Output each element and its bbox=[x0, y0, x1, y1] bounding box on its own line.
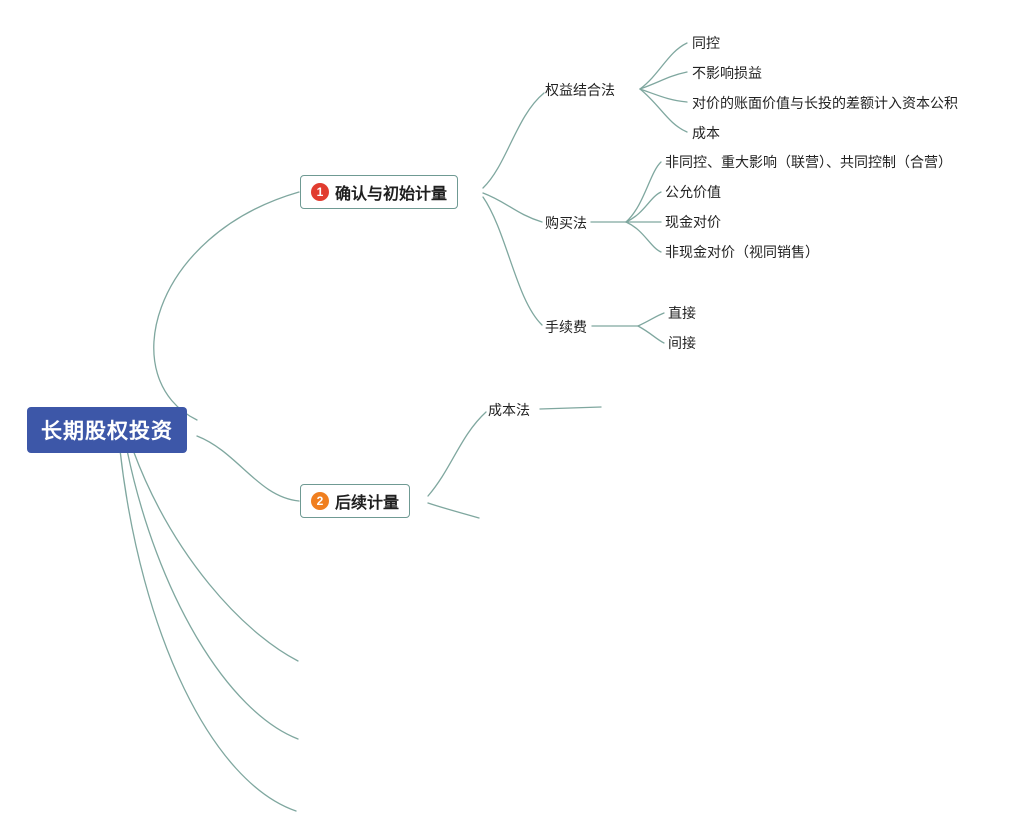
node-no-profit-loss-impact[interactable]: 不影响损益 bbox=[692, 65, 762, 81]
connector-purchase-child-4 bbox=[625, 221, 662, 253]
node-cost[interactable]: 成本 bbox=[692, 125, 720, 141]
branch1-label: 确认与初始计量 bbox=[335, 186, 448, 203]
connector-fee-child-2 bbox=[637, 325, 665, 344]
connector-root-branch1 bbox=[153, 191, 300, 421]
connector-branch1-equity bbox=[482, 92, 545, 189]
node-noncash-consideration[interactable]: 非现金对价（视同销售） bbox=[665, 244, 819, 260]
node-fair-value[interactable]: 公允价值 bbox=[665, 184, 721, 200]
node-same-control[interactable]: 同控 bbox=[692, 35, 720, 51]
connector-branch1-fee bbox=[482, 196, 543, 326]
node-direct-fee[interactable]: 直接 bbox=[668, 305, 696, 321]
circle-number-2-icon: 2 bbox=[311, 492, 329, 510]
connector-branch2-cost-method bbox=[427, 411, 487, 497]
connector-fee-child-1 bbox=[637, 312, 665, 327]
node-non-same-control-types[interactable]: 非同控、重大影响（联营）、共同控制（合营） bbox=[665, 154, 952, 170]
connector-root-empty-1 bbox=[132, 449, 299, 662]
circle-number-1-icon: 1 bbox=[311, 183, 329, 201]
node-book-value-difference-capital-reserve[interactable]: 对价的账面价值与长投的差额计入资本公积 bbox=[692, 95, 958, 111]
connector-branch1-purchase bbox=[482, 192, 543, 223]
connector-cost-method-collapsed bbox=[539, 406, 602, 410]
branch-node-initial-recognition-measurement[interactable]: 1 确认与初始计量 bbox=[300, 175, 459, 209]
node-indirect-fee[interactable]: 间接 bbox=[668, 335, 696, 351]
branch2-label: 后续计量 bbox=[335, 495, 400, 512]
connector-equity-child-1 bbox=[639, 42, 688, 90]
connector-equity-child-4 bbox=[639, 88, 688, 133]
connector-root-empty-2 bbox=[126, 449, 299, 740]
connector-root-empty-3 bbox=[119, 449, 297, 812]
node-purchase-method[interactable]: 购买法 bbox=[545, 215, 587, 231]
root-node-long-term-equity-investment[interactable]: 长期股权投资 bbox=[27, 407, 187, 453]
connector-equity-child-2 bbox=[639, 71, 688, 90]
connector-equity-child-3 bbox=[639, 88, 688, 103]
connector-root-branch2 bbox=[196, 435, 300, 502]
node-equity-pooling-method[interactable]: 权益结合法 bbox=[545, 82, 615, 98]
connector-purchase-child-2 bbox=[625, 191, 662, 223]
connector-purchase-child-1 bbox=[625, 161, 662, 223]
node-handling-fee[interactable]: 手续费 bbox=[545, 319, 587, 335]
branch-node-subsequent-measurement[interactable]: 2 后续计量 bbox=[300, 484, 411, 518]
node-cash-consideration[interactable]: 现金对价 bbox=[665, 214, 721, 230]
connector-branch2-empty bbox=[427, 502, 480, 519]
node-cost-method[interactable]: 成本法 bbox=[488, 402, 530, 418]
